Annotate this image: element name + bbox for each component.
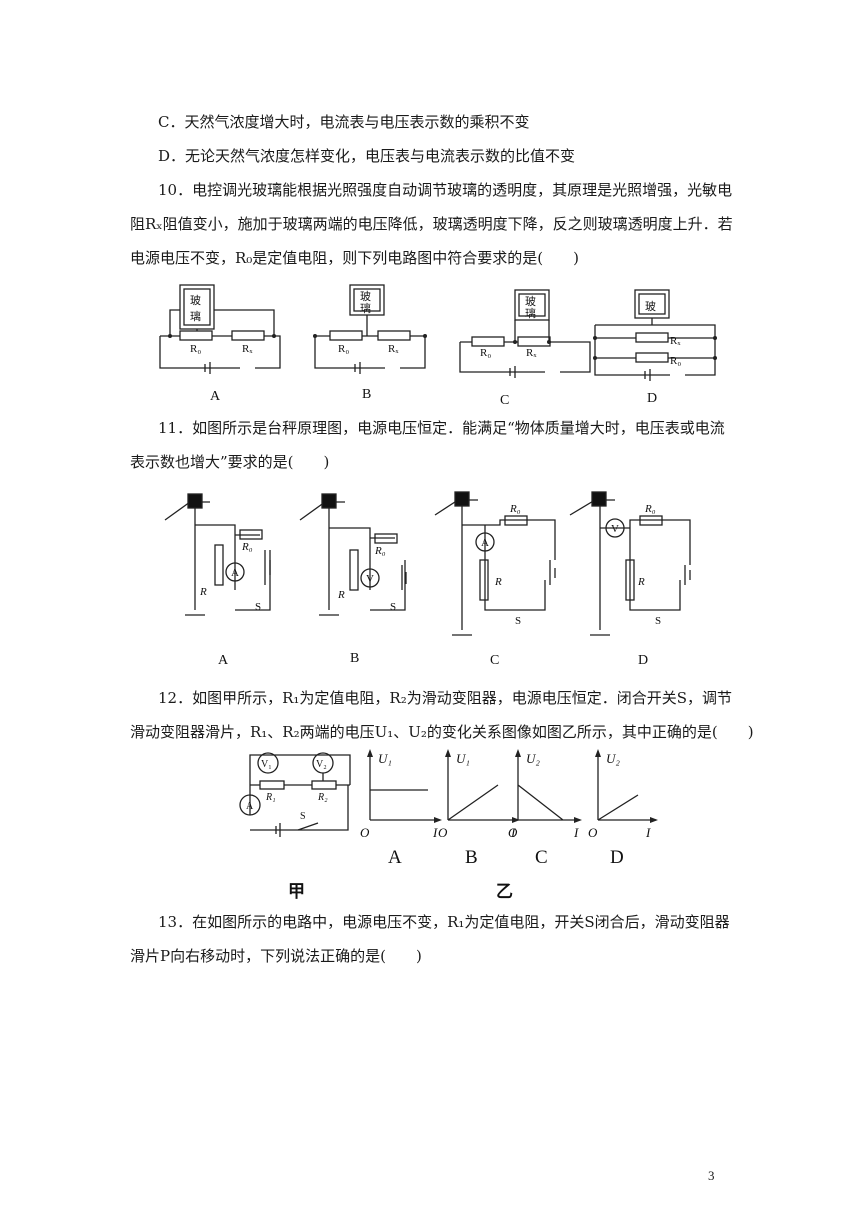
graph-b-i: I: [510, 825, 516, 840]
q11-r-d: R: [637, 576, 645, 588]
q9-option-d: D．无论天然气浓度怎样变化，电压表与电流表示数的比值不变: [158, 147, 576, 165]
q10-option-b: B: [362, 387, 371, 402]
rx-label-d: Rₓ: [670, 335, 681, 347]
graph-c-o: O: [508, 825, 518, 840]
rx-label-a: Rₓ: [242, 343, 253, 355]
r0-label-c: R₀: [480, 347, 491, 359]
graph-c-u2: U₂: [526, 751, 540, 766]
q11-line-1: 11．如图所示是台秤原理图，电源电压恒定．能满足“物体质量增大时，电压表或电流: [158, 419, 725, 437]
glass-label-b-bottom: 璃: [360, 301, 371, 315]
graph-d-i: I: [645, 825, 651, 840]
q12-v1: V₁: [261, 759, 272, 770]
q11-r-a: R: [199, 586, 207, 598]
r0-label-a: R₀: [190, 343, 201, 355]
page-number: 3: [708, 1168, 715, 1183]
q10-option-a: A: [210, 389, 221, 404]
q13-line-2: 滑片P向右移动时，下列说法正确的是( ): [130, 947, 422, 965]
graph-d-u2: U₂: [606, 751, 620, 766]
q11-s-a: S: [255, 601, 261, 613]
q11-s-c: S: [515, 615, 521, 627]
q11-voltmeter-d: V: [611, 523, 619, 535]
q11-r-c: R: [494, 576, 502, 588]
glass-label-b-top: 玻: [360, 290, 371, 303]
graph-a-i: I: [432, 825, 438, 840]
r0-label-b: R₀: [338, 343, 349, 355]
q12-option-a: A: [388, 847, 402, 868]
q12-figure: V₁ V₂ A R₁ R₂ S U₁ O I U₁ O I U₂ O I U₂ …: [239, 749, 658, 901]
graph-c-i: I: [573, 825, 579, 840]
q10-option-c: C: [500, 393, 509, 408]
q12-yi-label: 乙: [496, 882, 513, 901]
q12-option-b: B: [465, 847, 478, 868]
q11-voltmeter-b: V: [366, 573, 374, 585]
glass-label-a-top: 玻: [190, 294, 201, 307]
q12-r2: R₂: [317, 792, 328, 803]
q10-line-3: 电源电压不变，R₀是定值电阻，则下列电路图中符合要求的是( ): [130, 249, 580, 267]
q11-option-a: A: [218, 653, 229, 668]
graph-b-u1: U₁: [456, 751, 470, 766]
q10-option-d: D: [647, 391, 657, 406]
q11-r0-a: R₀: [241, 541, 253, 553]
r0-label-d: R₀: [670, 355, 681, 367]
q11-option-b: B: [350, 651, 359, 666]
glass-label-c-top: 玻: [525, 295, 536, 308]
q12-v2: V₂: [316, 759, 327, 770]
q12-option-c: C: [535, 847, 548, 868]
q11-r0-c: R₀: [509, 503, 521, 515]
q12-jia-label: 甲: [288, 882, 305, 901]
q10-line-2: 阻Rₓ阻值变小，施加于玻璃两端的电压降低，玻璃透明度下降，反之则玻璃透明度上升．…: [130, 215, 733, 233]
q11-r0-b: R₀: [374, 545, 386, 557]
q12-line-1: 12．如图甲所示，R₁为定值电阻，R₂为滑动变阻器，电源电压恒定．闭合开关S，调…: [158, 689, 732, 707]
q11-ammeter-c: A: [481, 537, 489, 549]
graph-a-o: O: [360, 825, 370, 840]
q11-s-d: S: [655, 615, 661, 627]
q11-r-b: R: [337, 589, 345, 601]
q10-circuit-figure: 玻 璃 玻 璃 玻 璃 玻 R₀ Rₓ R₀ Rₓ R₀ Rₓ Rₓ R₀ A …: [159, 284, 717, 408]
glass-label-c-bottom: 璃: [525, 306, 536, 320]
q11-r0-d: R₀: [644, 503, 656, 515]
q12-ammeter: A: [246, 801, 254, 812]
glass-label-d: 玻: [645, 300, 656, 313]
q12-s: S: [300, 811, 306, 822]
q12-option-d: D: [610, 847, 624, 868]
q11-ammeter-a: A: [231, 567, 239, 579]
q12-line-2: 滑动变阻器滑片，R₁、R₂两端的电压U₁、U₂的变化关系图像如图乙所示，其中正确…: [130, 723, 754, 741]
rx-label-b: Rₓ: [388, 343, 399, 355]
q11-option-d: D: [638, 653, 648, 668]
graph-b-o: O: [438, 825, 448, 840]
q11-s-b: S: [390, 601, 396, 613]
q11-option-c: C: [490, 653, 499, 668]
q10-line-1: 10．电控调光玻璃能根据光照强度自动调节玻璃的透明度，其原理是光照增强，光敏电: [158, 181, 733, 199]
graph-d-o: O: [588, 825, 598, 840]
glass-label-a-bottom: 璃: [190, 309, 201, 323]
q11-line-2: 表示数也增大”要求的是( ): [130, 453, 330, 471]
q11-circuit-figure: A R₀ R S V R₀ R S A R₀ R S V R₀ R S A B …: [164, 491, 691, 668]
graph-a-u1: U₁: [378, 751, 392, 766]
q12-r1: R₁: [265, 792, 276, 803]
q9-option-c: C．天然气浓度增大时，电流表与电压表示数的乘积不变: [158, 113, 530, 131]
q13-line-1: 13．在如图所示的电路中，电源电压不变，R₁为定值电阻，开关S闭合后，滑动变阻器: [158, 913, 730, 931]
rx-label-c: Rₓ: [526, 347, 537, 359]
